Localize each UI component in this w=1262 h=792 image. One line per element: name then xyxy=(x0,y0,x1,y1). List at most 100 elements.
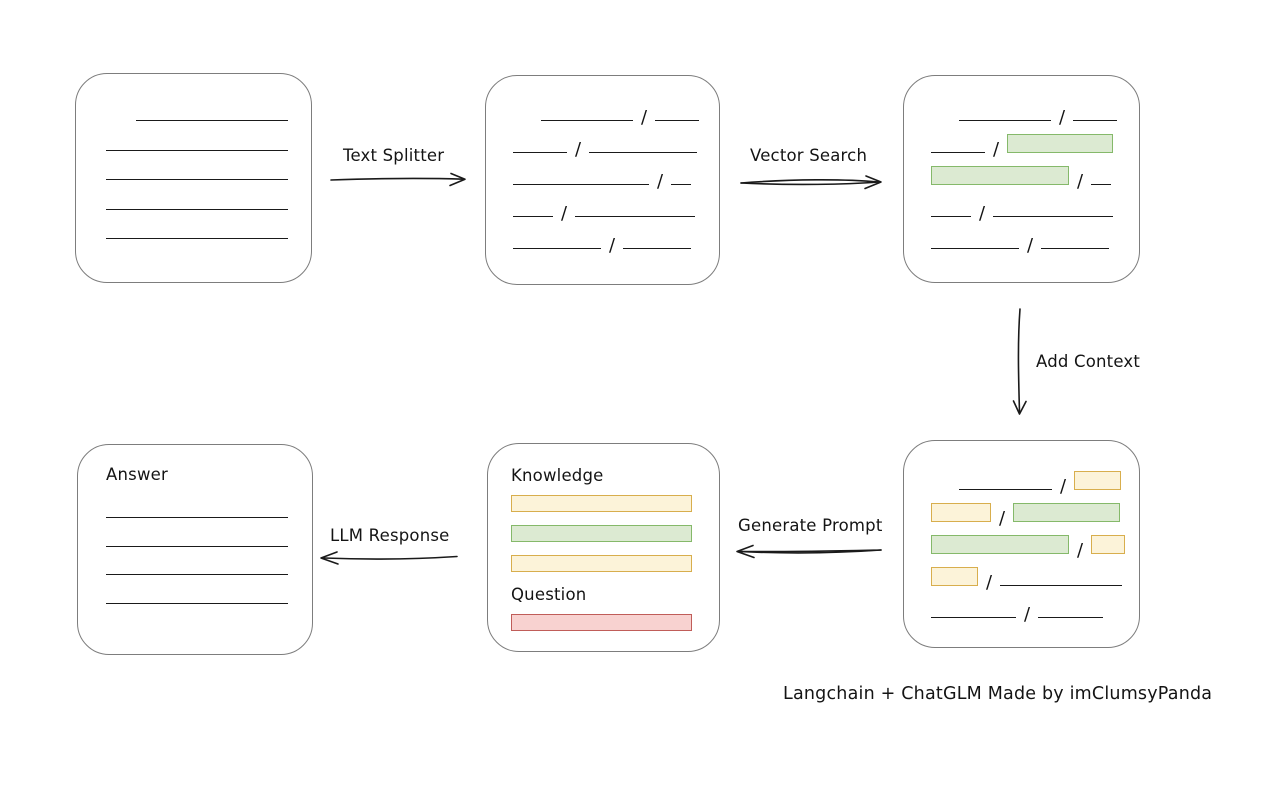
red-bar xyxy=(511,614,692,631)
source-document-box xyxy=(75,73,312,283)
text-line xyxy=(106,602,288,604)
question-bars xyxy=(511,614,719,631)
separator-slash: / xyxy=(1060,476,1067,497)
chunk-row: / xyxy=(931,493,1139,528)
yellow-highlight-chunk xyxy=(931,503,991,522)
separator-slash: / xyxy=(1027,235,1034,256)
chunk-row: / xyxy=(931,188,1139,223)
text-line xyxy=(1041,248,1110,249)
text-line xyxy=(1038,617,1104,618)
context-chunks-rows: / / / / / xyxy=(904,441,1139,624)
text-splitter-arrow xyxy=(330,172,466,187)
chunk-row: / xyxy=(513,92,719,127)
chunks-rows: / / / / / xyxy=(486,76,719,255)
separator-slash: / xyxy=(993,139,1000,160)
green-highlight-chunk xyxy=(1007,134,1114,153)
question-label: Question xyxy=(511,585,587,604)
text-line xyxy=(513,152,567,153)
text-chunks-box: / / / / / xyxy=(485,75,720,285)
knowledge-label: Knowledge xyxy=(511,466,604,485)
separator-slash: / xyxy=(561,203,568,224)
text-line xyxy=(513,216,553,217)
yellow-bar xyxy=(511,495,692,512)
separator-slash: / xyxy=(1077,540,1084,561)
chunk-row: / xyxy=(513,220,719,255)
text-line xyxy=(541,120,633,121)
chunk-row: / xyxy=(931,589,1139,624)
answer-lines xyxy=(106,484,288,604)
matched-chunks-rows: / / / / / xyxy=(904,76,1139,255)
text-line xyxy=(106,517,288,518)
text-line xyxy=(671,184,692,185)
text-line xyxy=(655,120,700,121)
green-highlight-chunk xyxy=(1013,503,1121,522)
chunk-row: / xyxy=(931,92,1139,127)
text-line xyxy=(106,574,288,575)
vector-search-arrow xyxy=(740,175,882,190)
separator-slash: / xyxy=(999,508,1006,529)
text-line xyxy=(513,248,601,249)
separator-slash: / xyxy=(575,139,582,160)
generate-prompt-arrow xyxy=(736,544,882,559)
green-highlight-chunk xyxy=(931,166,1069,185)
chunk-row: / xyxy=(513,124,719,159)
chunk-row: / xyxy=(931,124,1139,159)
text-line xyxy=(1073,120,1118,121)
text-line xyxy=(136,120,288,121)
text-line xyxy=(931,152,985,153)
text-splitter-label: Text Splitter xyxy=(343,146,445,165)
text-line xyxy=(106,149,288,151)
text-line xyxy=(589,152,698,153)
yellow-highlight-chunk xyxy=(1091,535,1126,554)
llm-response-label: LLM Response xyxy=(330,526,450,545)
text-line xyxy=(931,248,1019,249)
separator-slash: / xyxy=(609,235,616,256)
text-line xyxy=(106,179,288,180)
chunk-row: / xyxy=(931,220,1139,255)
yellow-bar xyxy=(511,555,692,572)
text-line xyxy=(575,216,696,217)
text-line xyxy=(993,216,1114,217)
green-bar xyxy=(511,525,692,542)
text-line xyxy=(1091,184,1112,185)
separator-slash: / xyxy=(986,572,993,593)
chunk-row: / xyxy=(931,525,1139,560)
yellow-highlight-chunk xyxy=(931,567,978,586)
text-line xyxy=(1000,585,1123,586)
add-context-label: Add Context xyxy=(1036,352,1141,371)
text-line xyxy=(623,248,692,249)
text-line xyxy=(931,617,1016,618)
chunk-row: / xyxy=(931,156,1139,191)
separator-slash: / xyxy=(657,171,664,192)
separator-slash: / xyxy=(979,203,986,224)
knowledge-bars xyxy=(511,495,719,572)
context-chunks-box: / / / / / xyxy=(903,440,1140,648)
green-highlight-chunk xyxy=(931,535,1069,554)
text-line xyxy=(106,208,288,210)
text-line xyxy=(106,238,288,239)
chunk-row: / xyxy=(931,557,1139,592)
chunk-row: / xyxy=(513,156,719,191)
separator-slash: / xyxy=(1059,107,1066,128)
vector-search-label: Vector Search xyxy=(750,146,868,165)
caption-text: Langchain + ChatGLM Made by imClumsyPand… xyxy=(783,684,1213,704)
matched-chunks-box: / / / / / xyxy=(903,75,1140,283)
text-line xyxy=(931,216,971,217)
separator-slash: / xyxy=(641,107,648,128)
text-line xyxy=(106,545,288,547)
text-line xyxy=(513,184,649,185)
answer-label: Answer xyxy=(106,465,168,484)
chunk-row: / xyxy=(513,188,719,223)
chunk-row: / xyxy=(931,461,1139,496)
separator-slash: / xyxy=(1024,604,1031,625)
document-lines xyxy=(76,74,311,239)
llm-response-arrow xyxy=(320,551,458,565)
generate-prompt-label: Generate Prompt xyxy=(738,516,883,535)
prompt-box: Knowledge Question xyxy=(487,443,720,652)
separator-slash: / xyxy=(1077,171,1084,192)
yellow-highlight-chunk xyxy=(1074,471,1122,490)
text-line xyxy=(959,489,1052,490)
text-line xyxy=(959,120,1051,121)
answer-box: Answer xyxy=(77,444,313,655)
